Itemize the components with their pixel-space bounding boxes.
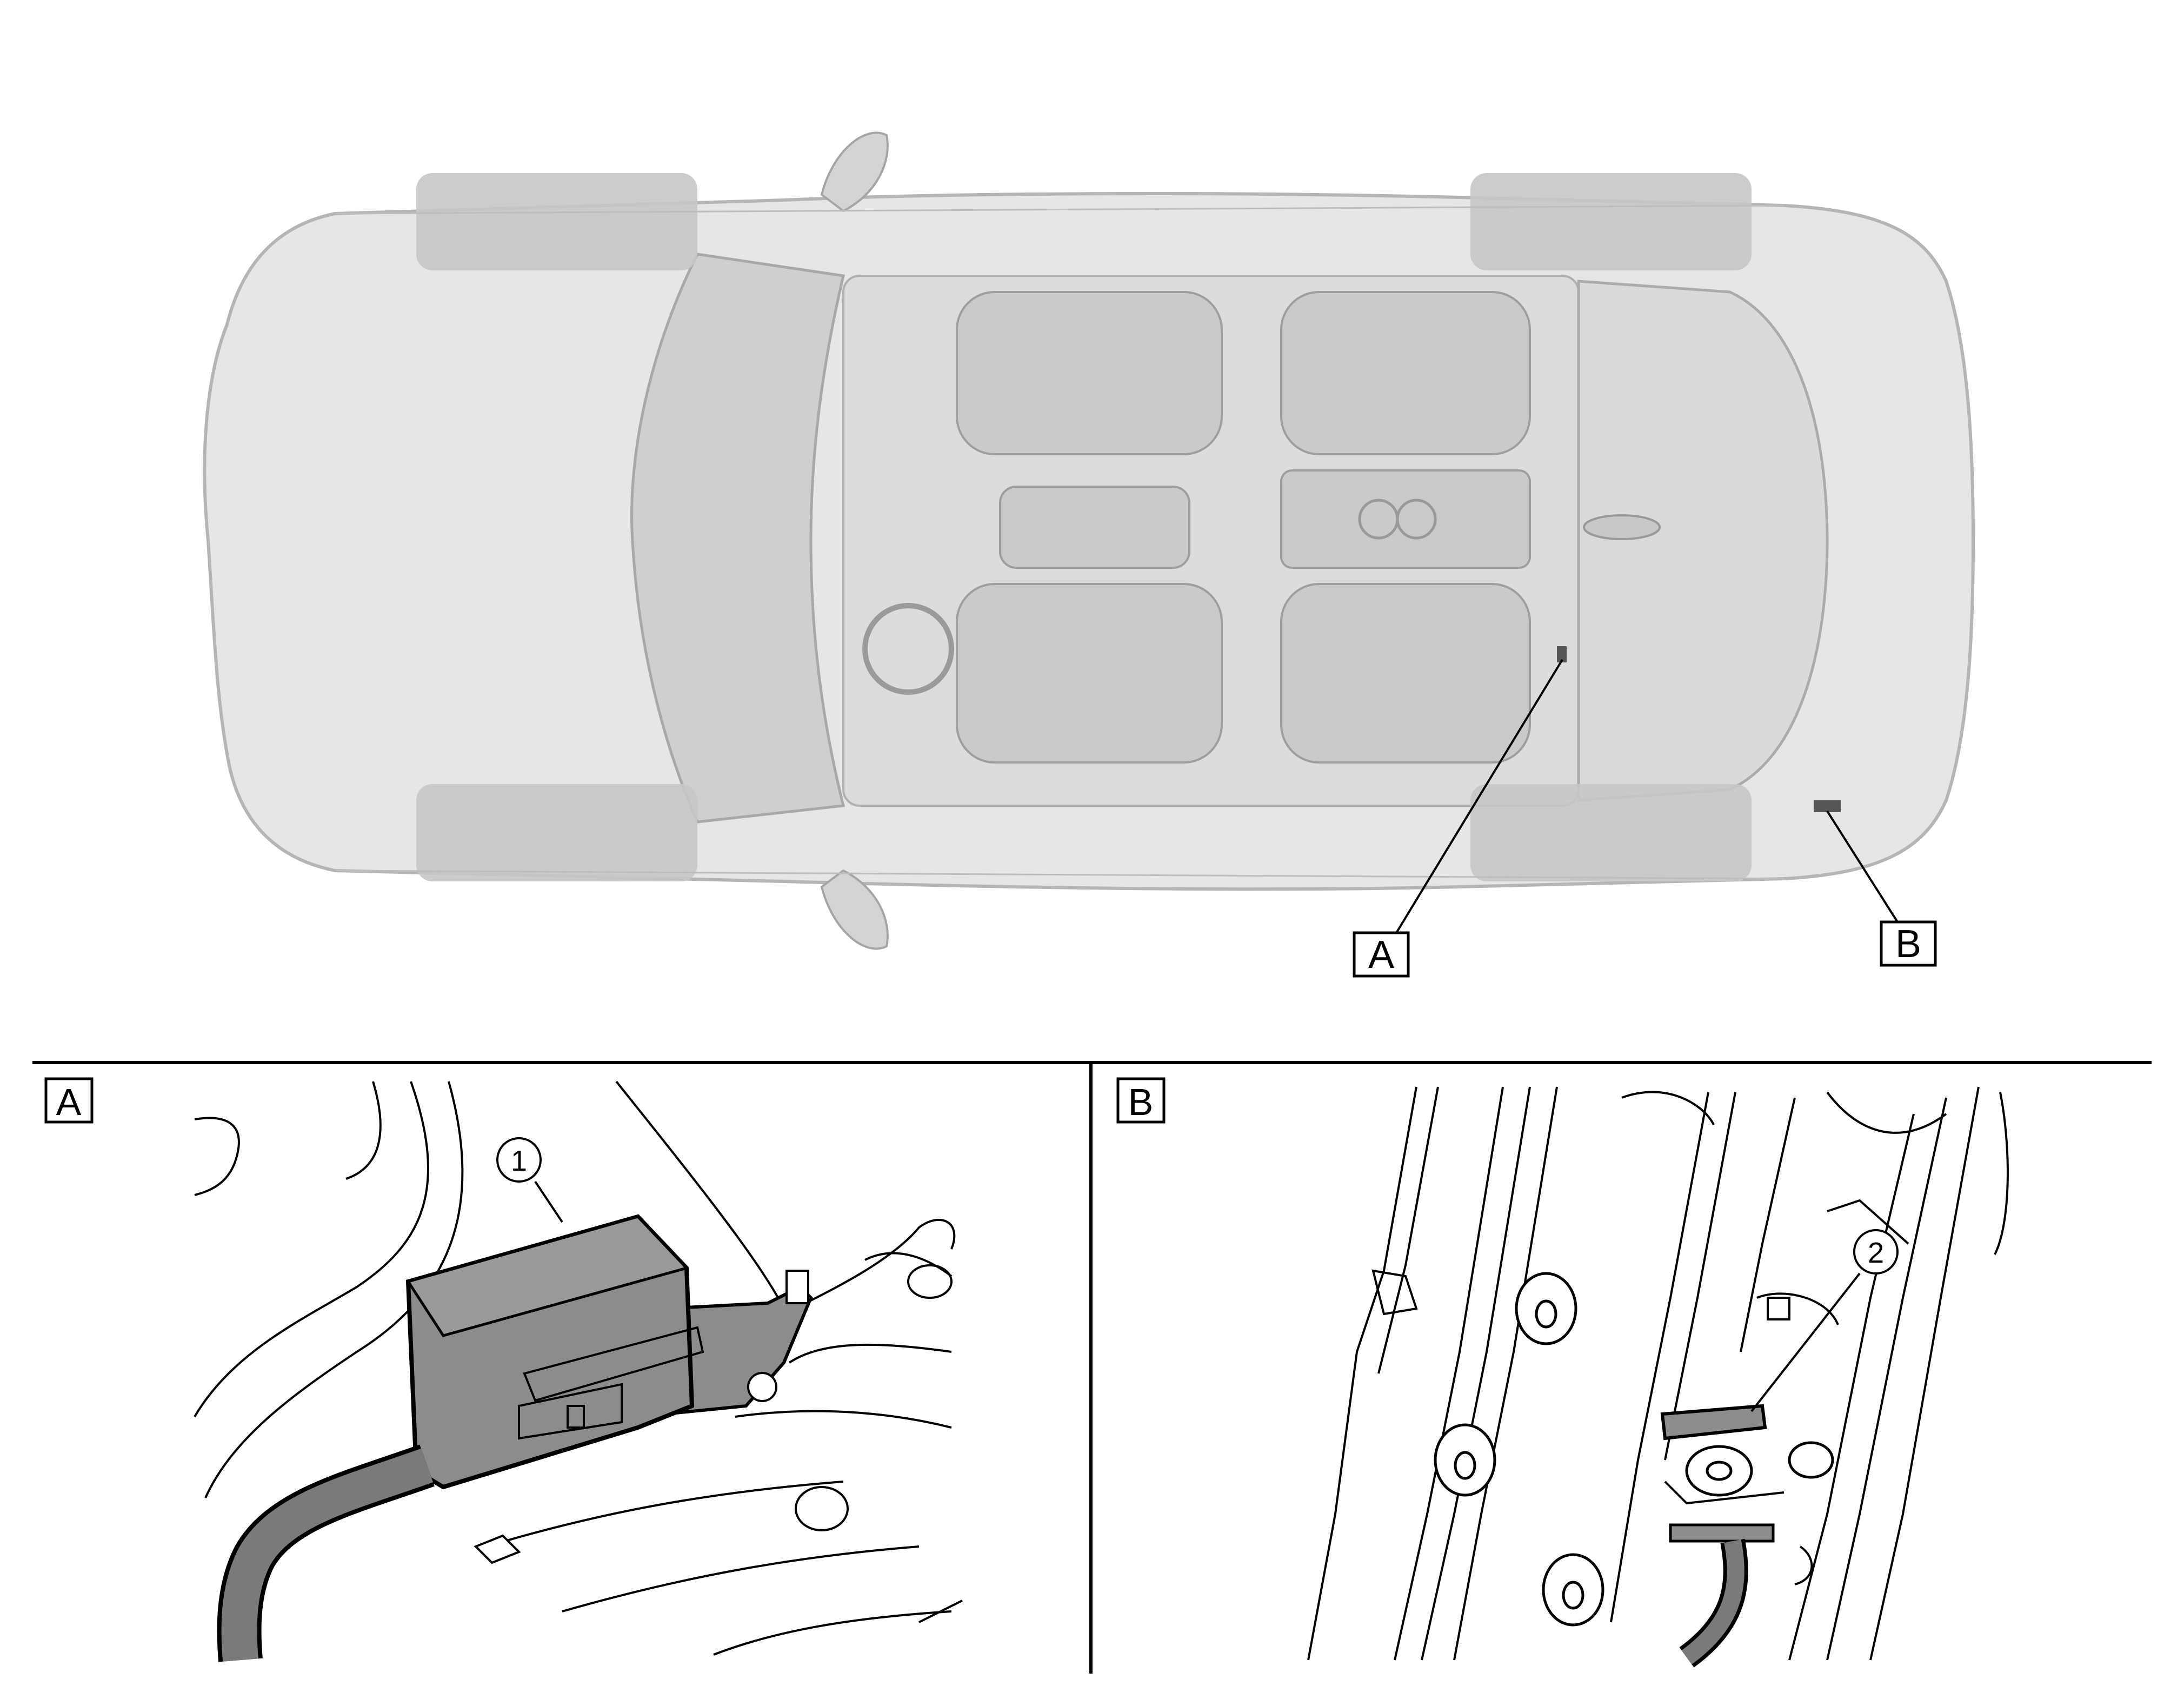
svg-text:A: A	[1368, 933, 1394, 977]
leader-line-a	[1394, 659, 1563, 937]
callout-2: 2	[1750, 1229, 1899, 1412]
callout-1: 1	[496, 1137, 563, 1223]
body-hole	[795, 1486, 849, 1531]
detail-panel-a: A	[44, 1077, 963, 1662]
svg-text:B: B	[1895, 922, 1921, 966]
leader-line-b	[1826, 810, 1899, 923]
wheel-rear-left	[1470, 173, 1752, 270]
pillar-holes	[1434, 1272, 1834, 1627]
pillar-structure-lines	[1307, 1086, 2009, 1661]
clip-icon	[474, 1534, 521, 1564]
body-hole	[907, 1264, 953, 1299]
component-marker-a	[1557, 646, 1567, 662]
mirror-left	[820, 131, 889, 213]
component-marker-b	[1814, 800, 1841, 812]
seats	[956, 291, 1531, 764]
harness-connector	[1669, 1523, 1775, 1543]
sensor-module	[1660, 1404, 1767, 1441]
bolt-icon	[747, 1270, 809, 1402]
wheel-front-right	[416, 784, 697, 881]
cup-holder-icon	[1396, 499, 1437, 540]
detail-panel-b: B	[1116, 1077, 2009, 1668]
clip-icon	[1767, 1297, 1790, 1320]
rear-cargo-area	[1577, 280, 1829, 802]
locator-label-b: B	[1880, 920, 1937, 967]
shark-fin-antenna	[1583, 514, 1661, 540]
connector-slot	[523, 1326, 704, 1402]
vehicle-top-view: A B	[203, 131, 1975, 978]
locator-label-a: A	[1353, 931, 1410, 978]
svg-text:2: 2	[1868, 1237, 1884, 1269]
wheel-front-left	[416, 173, 697, 270]
panel-a-label: A	[44, 1077, 94, 1124]
svg-text:A: A	[56, 1081, 82, 1123]
mirror-right	[820, 869, 889, 950]
svg-text:1: 1	[511, 1145, 527, 1177]
steering-wheel	[862, 603, 954, 695]
panel-b-label: B	[1116, 1077, 1166, 1124]
svg-text:B: B	[1128, 1081, 1154, 1123]
wheel-rear-right	[1470, 784, 1752, 881]
connector-slot	[518, 1383, 623, 1440]
